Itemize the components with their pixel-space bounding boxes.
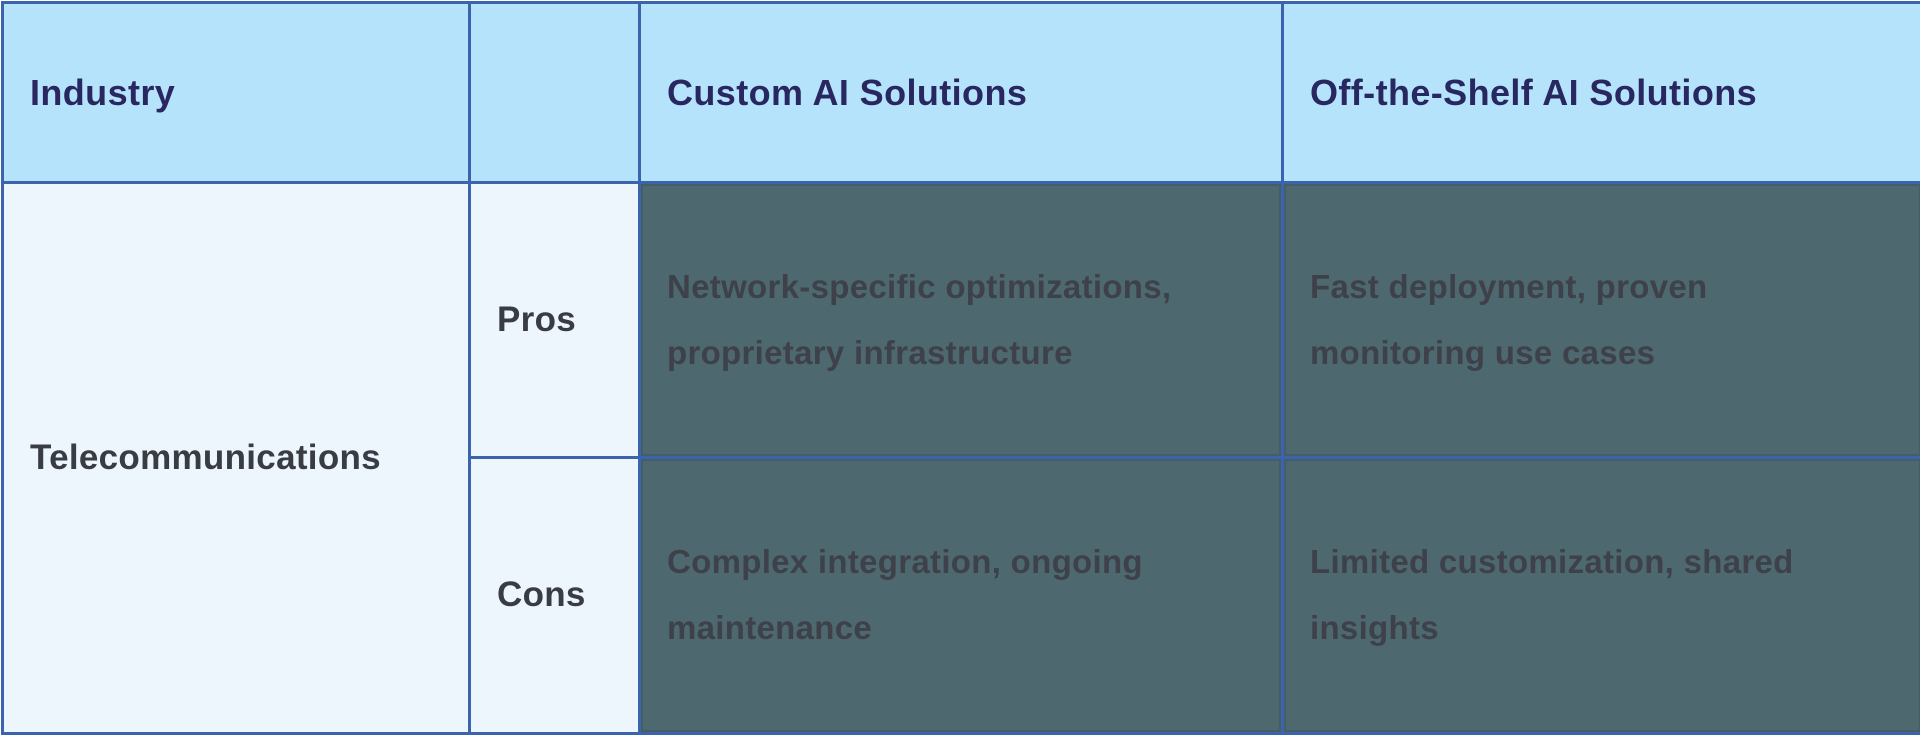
- header-cell-industry: Industry: [3, 3, 470, 183]
- table-body: Telecommunications Pros Network-specific…: [3, 183, 1920, 734]
- industry-cell: Telecommunications: [3, 183, 470, 734]
- cons-label-cell: Cons: [470, 457, 640, 733]
- off-the-shelf-cons-cell: Limited customization, shared insights: [1283, 457, 1920, 733]
- table-header: Industry Custom AI Solutions Off-the-She…: [3, 3, 1920, 183]
- header-cell-custom-ai: Custom AI Solutions: [640, 3, 1283, 183]
- header-row: Industry Custom AI Solutions Off-the-She…: [3, 3, 1920, 183]
- header-cell-spacer: [470, 3, 640, 183]
- table-row-pros: Telecommunications Pros Network-specific…: [3, 183, 1920, 458]
- custom-ai-pros-cell: Network-specific optimizations, propriet…: [640, 183, 1283, 458]
- pros-label-cell: Pros: [470, 183, 640, 458]
- header-cell-off-the-shelf-ai: Off-the-Shelf AI Solutions: [1283, 3, 1920, 183]
- custom-ai-cons-cell: Complex integration, ongoing maintenance: [640, 457, 1283, 733]
- off-the-shelf-pros-cell: Fast deployment, proven monitoring use c…: [1283, 183, 1920, 458]
